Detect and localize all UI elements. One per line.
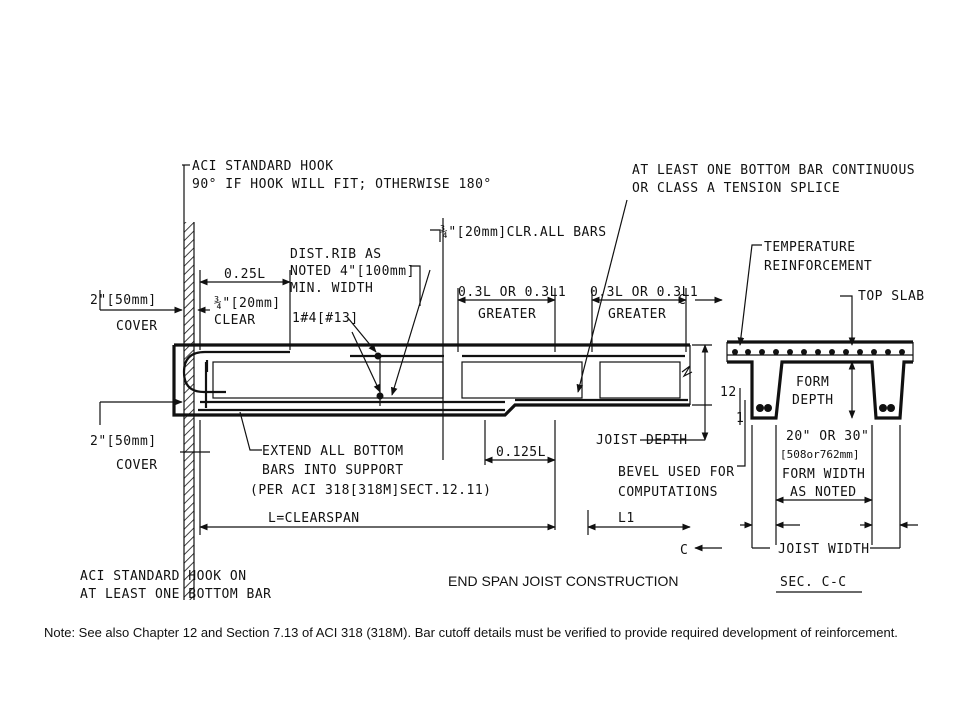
label-dist-rib-2: NOTED 4"[100mm] xyxy=(290,264,415,279)
rib-bar-left-2 xyxy=(764,404,772,412)
dist-rib-bar-bottom xyxy=(376,392,384,400)
section-cut-marks xyxy=(694,296,723,552)
label-aci-hook-bottom-1: ACI STANDARD HOOK ON xyxy=(80,569,247,584)
label-bottom-bar-cont-1: AT LEAST ONE BOTTOM BAR CONTINUOUS xyxy=(632,163,915,178)
label-top-slab: TOP SLAB xyxy=(858,289,925,304)
title-section-c-c: SEC. C-C xyxy=(780,575,847,590)
leader-lines xyxy=(239,199,856,467)
label-0125l: 0.125L xyxy=(496,445,546,460)
section-c-c xyxy=(726,340,918,549)
label-form-width-1: 20" OR 30" xyxy=(786,429,869,444)
label-l1: L1 xyxy=(618,511,635,526)
label-extend-3: (PER ACI 318[318M]SECT.12.11) xyxy=(250,483,491,498)
label-form-depth-2: DEPTH xyxy=(792,393,834,408)
label-bar-1no4: 1#4[#13] xyxy=(292,311,359,326)
cover-leaders xyxy=(99,290,210,453)
label-temperature-1: TEMPERATURE xyxy=(764,240,856,255)
label-section-c-bot: C xyxy=(680,543,688,558)
rib-bar-left-1 xyxy=(756,404,764,412)
label-dist-rib-1: DIST.RIB AS xyxy=(290,247,382,262)
label-form-width-2: [508or762mm] xyxy=(780,448,859,461)
label-joist-depth: JOIST DEPTH xyxy=(596,433,688,448)
temperature-bars xyxy=(732,349,905,355)
joist-elevation xyxy=(172,343,693,417)
rib-bar-right-2 xyxy=(887,404,895,412)
label-extend-2: BARS INTO SUPPORT xyxy=(262,463,404,478)
label-greater-b-1: 0.3L OR 0.3L1 xyxy=(590,285,698,300)
label-form-depth-1: FORM xyxy=(796,375,829,390)
label-greater-a-2: GREATER xyxy=(478,307,536,322)
label-extend-1: EXTEND ALL BOTTOM xyxy=(262,444,404,459)
label-form-width-4: AS NOTED xyxy=(790,485,857,500)
label-bottom-bar-cont-2: OR CLASS A TENSION SPLICE xyxy=(632,181,840,196)
form-pans xyxy=(212,218,681,460)
label-slope-1: 1 xyxy=(736,411,744,426)
label-greater-a-1: 0.3L OR 0.3L1 xyxy=(458,285,566,300)
label-bevel-2: COMPUTATIONS xyxy=(618,485,718,500)
support-wall-hatch xyxy=(184,222,194,600)
label-cover-bot-1: 2"[50mm] xyxy=(90,434,157,449)
label-cover-top-1: 2"[50mm] xyxy=(90,293,157,308)
label-joist-width: JOIST WIDTH xyxy=(778,542,870,557)
label-clr-all-bars: ¾"[20mm]CLR.ALL BARS xyxy=(440,225,607,240)
label-cover-bot-2: COVER xyxy=(116,458,158,473)
label-aci-hook-2: 90° IF HOOK WILL FIT; OTHERWISE 180° xyxy=(192,177,492,192)
label-aci-hook-bottom-2: AT LEAST ONE BOTTOM BAR xyxy=(80,587,272,602)
label-slope-12: 12 xyxy=(720,385,737,400)
label-clear-34-1: ¾"[20mm] xyxy=(214,296,281,311)
top-bars xyxy=(182,350,685,408)
label-clearspan: L=CLEARSPAN xyxy=(268,511,360,526)
label-025l: 0.25L xyxy=(224,267,266,282)
footnote: Note: See also Chapter 12 and Section 7.… xyxy=(44,625,898,640)
title-end-span: END SPAN JOIST CONSTRUCTION xyxy=(448,573,679,589)
bottom-bars xyxy=(198,356,688,412)
label-form-width-3: FORM WIDTH xyxy=(782,467,865,482)
label-dist-rib-3: MIN. WIDTH xyxy=(290,281,373,296)
clr-leader-tick xyxy=(430,229,441,242)
label-aci-hook-1: ACI STANDARD HOOK xyxy=(192,159,334,174)
label-temperature-2: REINFORCEMENT xyxy=(764,259,872,274)
label-cover-top-2: COVER xyxy=(116,319,158,334)
label-clear-34-2: CLEAR xyxy=(214,313,256,328)
rib-bar-right-1 xyxy=(879,404,887,412)
label-bevel-1: BEVEL USED FOR xyxy=(618,465,735,480)
dist-rib-bar-top xyxy=(374,352,382,360)
dimensions xyxy=(199,270,712,535)
label-greater-b-2: GREATER xyxy=(608,307,666,322)
label-section-c-top: C xyxy=(678,293,686,308)
